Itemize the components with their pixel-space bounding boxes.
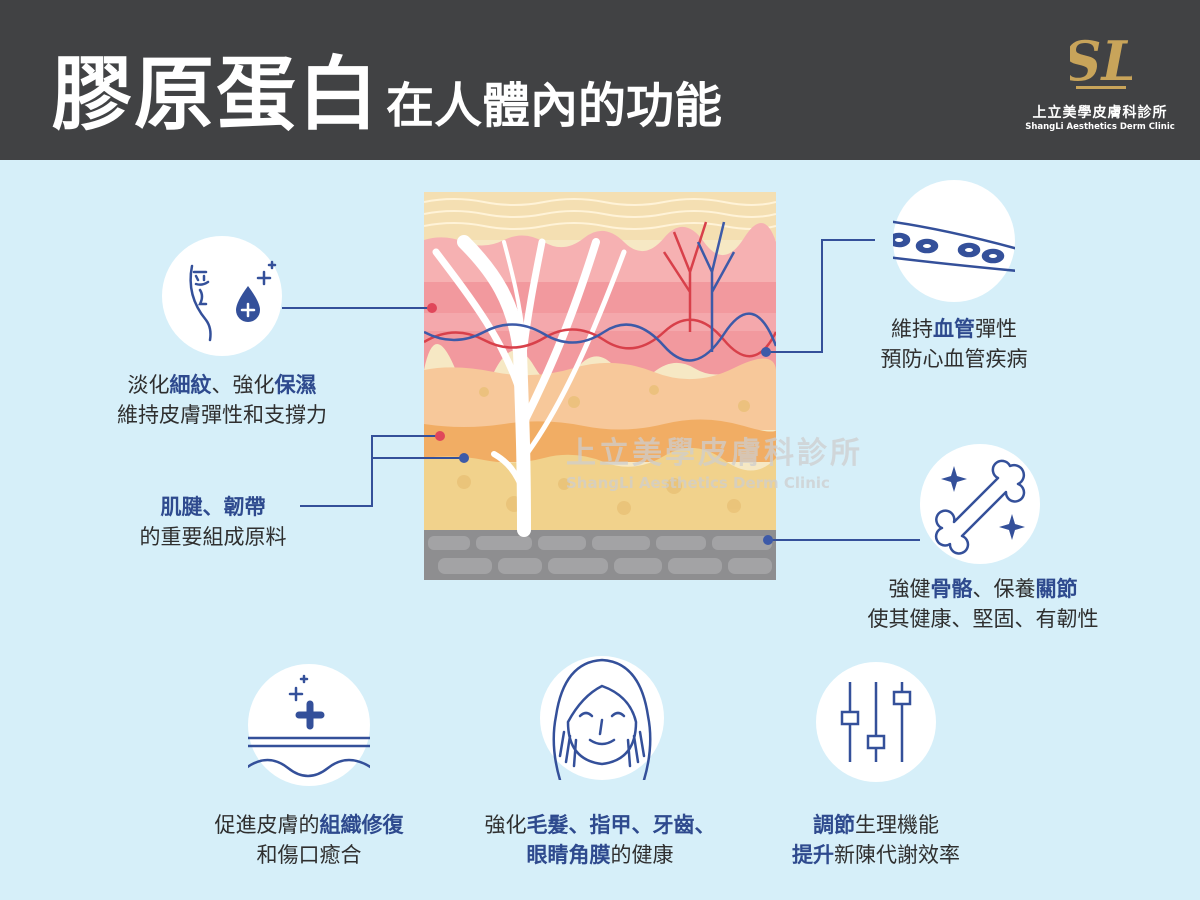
caption-metabolism: 調節生理機能 提升新陳代謝效率 xyxy=(792,813,960,867)
dot-skin xyxy=(427,303,437,313)
dot-bone xyxy=(763,535,773,545)
blood-vessel-icon xyxy=(877,180,1031,302)
dot-tendon-upper xyxy=(435,431,445,441)
sliders-icon xyxy=(816,662,936,782)
face-droplet-icon xyxy=(162,236,282,356)
bone-icon xyxy=(920,444,1040,564)
svg-text:SL: SL xyxy=(1070,29,1132,93)
caption-skin: 淡化細紋、強化保濕 維持皮膚彈性和支撐力 xyxy=(117,373,327,427)
title-sub: 在人體內的功能 xyxy=(386,78,723,134)
dot-tendon-lower xyxy=(459,453,469,463)
caption-repair: 促進皮膚的組織修復 和傷口癒合 xyxy=(214,813,404,867)
connector-vessel xyxy=(766,239,875,353)
clinic-logo: SL 上立美學皮膚科診所 ShangLi Aesthetics Derm Cli… xyxy=(1016,24,1184,140)
blood-vessels xyxy=(424,221,776,362)
watermark: 上立美學皮膚科診所 ShangLi Aesthetics Derm Clinic xyxy=(566,428,863,492)
caption-hair: 強化毛髮、指甲、牙齒、 眼睛角膜的健康 xyxy=(484,813,716,867)
title-main: 膠原蛋白 xyxy=(52,48,380,141)
dot-vessel xyxy=(761,347,771,357)
logo-name-zh: 上立美學皮膚科診所 xyxy=(1032,105,1168,121)
skin-repair-icon xyxy=(244,664,374,792)
bone-layer xyxy=(424,530,776,580)
watermark-zh: 上立美學皮膚科診所 xyxy=(566,436,863,471)
watermark-en: ShangLi Aesthetics Derm Clinic xyxy=(566,474,830,492)
sl-logo-icon: SL xyxy=(1070,29,1132,93)
logo-name-en: ShangLi Aesthetics Derm Clinic xyxy=(1025,122,1175,132)
caption-tendon: 肌腱、韌帶 的重要組成原料 xyxy=(139,495,287,549)
skin-cross-section xyxy=(424,192,776,580)
connector-tendon xyxy=(300,435,464,507)
caption-vessel: 維持血管彈性 預防心血管疾病 xyxy=(880,317,1028,371)
smiling-woman-icon xyxy=(519,656,685,782)
caption-bone: 強健骨骼、保養關節 使其健康、堅固、有韌性 xyxy=(867,577,1099,631)
page-title: 膠原蛋白在人體內的功能 xyxy=(52,30,722,146)
